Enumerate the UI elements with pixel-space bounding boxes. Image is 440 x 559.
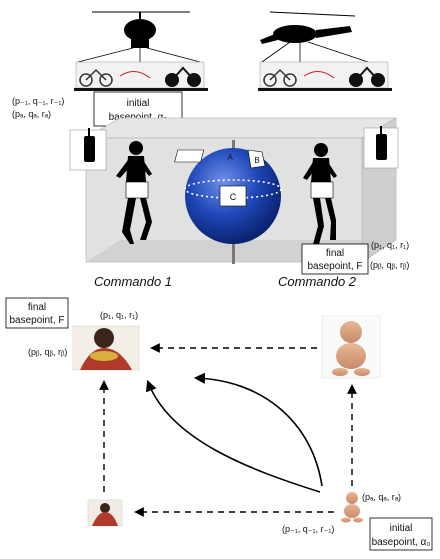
final-box-line1: final: [326, 248, 344, 259]
person-photo-woman-large: [72, 325, 140, 371]
top-right-coords-1: (p₁, q₁, r₁): [371, 240, 409, 250]
final-bottom-line2: basepoint, F: [9, 315, 64, 326]
sphere: A B C: [174, 140, 282, 264]
person-photo-woman-small: [87, 499, 123, 527]
curved-arrow-inner: [193, 372, 323, 487]
top-left-coords-1: (p₋₁, q₋₁, r₋₁): [12, 96, 64, 106]
bottom-right-coords-neg: (p₋₁, q₋₁, r₋₁): [282, 524, 334, 534]
bottom-top-coords: (p₁, q₁, r₁): [100, 310, 138, 320]
bottom-left-coords: (pᵦ, qᵦ, rᵦ): [28, 347, 67, 357]
initial-box-line2: basepoint, α₀: [109, 112, 168, 123]
walkie-talkie-icon-left: [69, 128, 107, 171]
bottom-right-coords-a: (pₐ, qₐ, rₐ): [362, 492, 401, 502]
final-box-line2: basepoint, F: [307, 261, 362, 272]
initial-basepoint-box-bottom: [369, 517, 433, 551]
motorcycle-platform-right: [258, 61, 392, 91]
commando-2-label: Commando 2: [278, 274, 357, 289]
helicopter-icon-right: [260, 11, 369, 63]
top-right-coords-2: (pᵦ, qᵦ, rᵦ): [370, 260, 409, 270]
final-bottom-line1: final: [28, 302, 46, 313]
runner-icon-left: [116, 141, 152, 244]
motorcycle-icon: [79, 68, 113, 87]
walkie-talkie-icon-right: [363, 126, 399, 169]
helicopter-icon-left: [77, 11, 201, 63]
person-photo-baby-large: [321, 315, 381, 379]
sphere-label-b: B: [254, 156, 259, 165]
initial-bottom-line2: basepoint, α₀: [372, 537, 431, 548]
initial-bottom-line1: initial: [390, 523, 413, 534]
initial-box-line1: initial: [127, 98, 150, 109]
runner-icon-right: [303, 143, 337, 248]
commando-1-label: Commando 1: [94, 274, 172, 289]
sphere-label-a: A: [227, 153, 233, 162]
top-left-coords-2: (pₐ, qₐ, rₐ): [12, 109, 51, 119]
curved-arrow-outer: [145, 379, 321, 493]
final-basepoint-box-bottom: [5, 297, 69, 329]
person-photo-baby-small: [341, 492, 363, 523]
motorcycle-platform-left: [74, 61, 208, 91]
sphere-label-c: C: [230, 192, 237, 202]
final-basepoint-box-top: [301, 243, 369, 275]
